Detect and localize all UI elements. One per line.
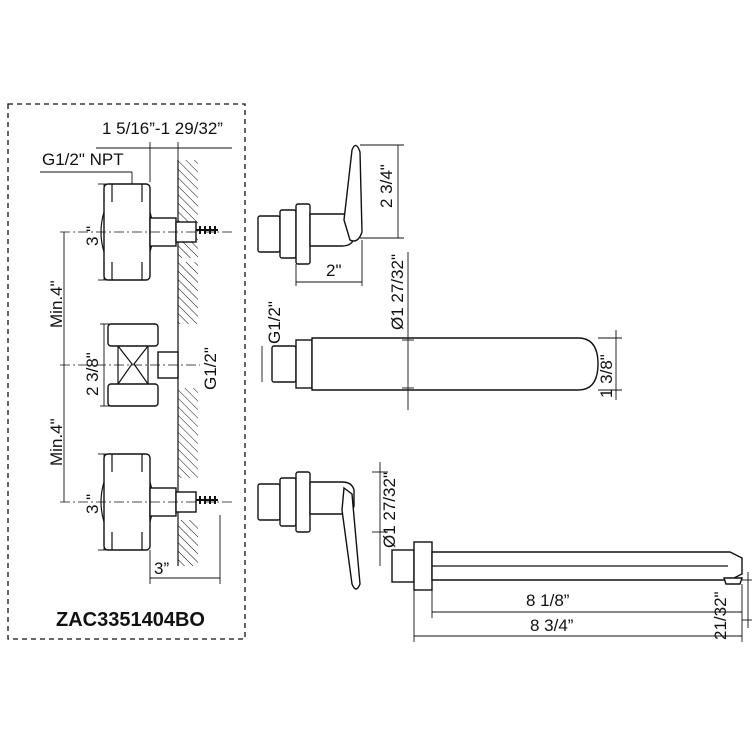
valve-height-top-label: 3 " — [83, 226, 102, 246]
handle-height-label: 2 3/4" — [377, 164, 396, 208]
spout-reach-label: 8 1/8” — [526, 591, 570, 610]
upper-handle-view: 2 3/4" 2" — [257, 144, 404, 286]
top-offset-label: 1 5/16”-1 29/32” — [102, 119, 223, 138]
flange-diameter-label: Ø1 27/32" — [388, 254, 407, 330]
dim-spacing-upper: Min.4" — [47, 232, 66, 365]
dim-diverter-height: 2 3/8" — [83, 323, 112, 407]
tub-spout-view: 8 1/8” 8 3/4” 21/32" — [391, 541, 752, 642]
dim-top-offset: 1 5/16”-1 29/32” — [96, 119, 232, 182]
diverter-body — [60, 323, 200, 407]
dim-valve-height-top: 3 " — [83, 183, 112, 281]
diverter-outlet-label: G1/2" — [201, 347, 220, 390]
valve-depth-label: 3” — [154, 559, 169, 578]
upper-valve-body — [60, 183, 232, 281]
dim-valve-depth: 3” — [149, 515, 221, 584]
overall-length-label: 8 3/4” — [530, 616, 574, 635]
middle-spout-view: Ø1 27/32" G1/2" 1 3/8" — [261, 252, 622, 410]
spacing-upper-label: Min.4" — [47, 280, 66, 328]
spout-thread-label: G1/2" — [265, 301, 284, 344]
dim-inlet-thread: G1/2" NPT — [40, 150, 133, 184]
handle-depth-label: 2" — [326, 261, 342, 280]
lower-flange-diameter-label: Ø1 27/32" — [380, 472, 399, 548]
inlet-thread-label: G1/2" NPT — [42, 150, 124, 169]
dim-spacing-lower: Min.4" — [47, 365, 66, 502]
rough-in-panel: 1 5/16”-1 29/32” G1/2" NPT 3 " Min.4" 2 … — [7, 103, 246, 640]
spout-height-label: 1 3/8" — [597, 354, 616, 398]
lower-valve-body — [60, 453, 232, 551]
rough-in-frame — [7, 103, 246, 640]
diverter-height-label: 2 3/8" — [83, 352, 102, 396]
dim-valve-height-bottom: 3 " — [83, 453, 112, 551]
model-code: ZAC3351404BO — [56, 609, 205, 631]
valve-height-bottom-label: 3 " — [83, 494, 102, 514]
lower-handle-view: Ø1 27/32" — [257, 462, 399, 590]
spout-drop-label: 21/32" — [711, 591, 730, 640]
spacing-lower-label: Min.4" — [47, 418, 66, 466]
